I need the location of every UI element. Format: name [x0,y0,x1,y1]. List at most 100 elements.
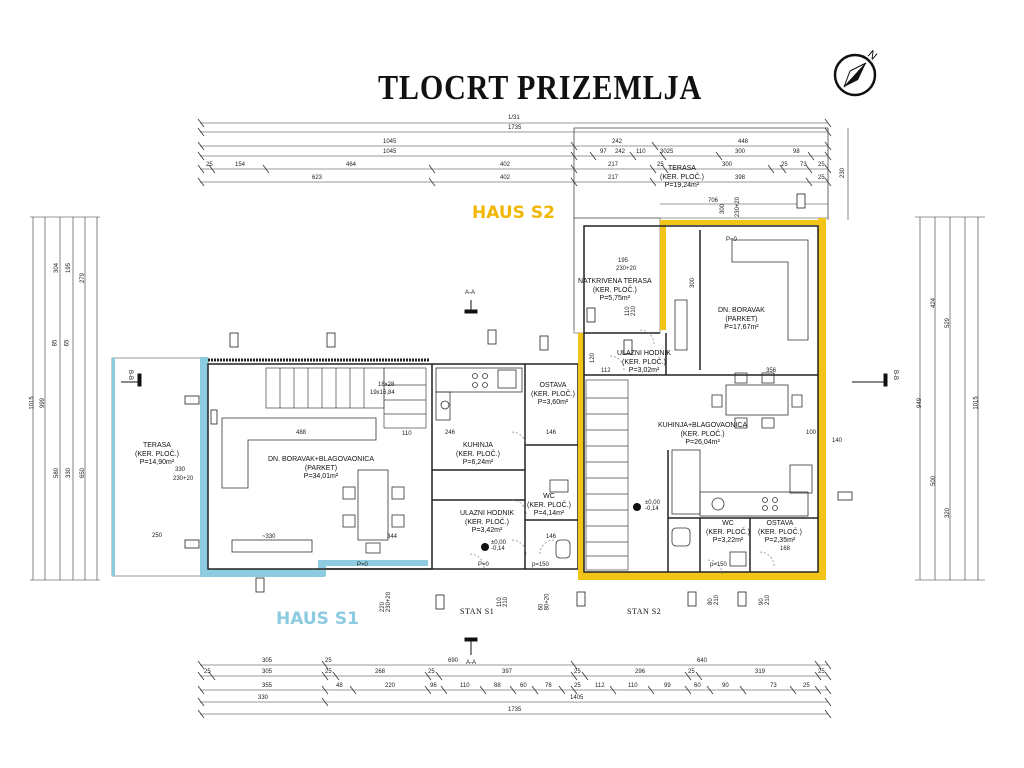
dim-230-20: 230+20 [735,196,742,218]
dim-246: 246 [445,430,456,436]
dim-top-4f: 300 [735,149,746,155]
room-terasa-left: TERASA(KER. PLOČ.)P=14,90m² [135,442,179,466]
bottom-dimension-ticks [197,660,832,719]
dim-300: 300 [720,203,727,215]
room-ulazni-hodnik-s2: ULAZNI HODNIK(KER. PLOČ.)P=3,02m² [617,350,672,374]
haus-s2-walls [583,225,819,573]
dim-110: 110 [402,431,412,437]
dim-bot-3f: 88 [494,683,501,689]
dim-top-4d: 110 [636,149,646,155]
level-s1: ±0,00 -0,14 [491,540,506,552]
room-wc-s1: WC(KER. PLOČ.)P=4,14m² [527,493,571,517]
level-p150-a: p=150 [532,562,549,568]
dim-100: 100 [806,430,817,436]
dim-60-80: 60 80+20 [538,593,551,611]
dim-bot-3c: 220 [385,683,396,689]
dim-bot-3b: 48 [336,683,343,689]
door-swings [469,329,775,575]
dim-706: 706 [708,198,719,204]
dim-bot-1a: 305 [262,658,273,664]
bottom-dimension-lines [200,664,828,715]
dim-bot-3g: 60 [520,683,527,689]
dim-right-5: 500 [931,475,938,487]
section-aa-bottom-label: A-A [466,660,477,666]
dim-146a: 146 [546,430,557,436]
dim-bot-2c: 25 [325,669,332,675]
room-boravak-s2: DN. BORAVAK(PARKET)P=17,67m² [718,307,765,331]
dim-stair-s1: 18x28 [378,382,395,388]
dim-right-4: 1015 [973,396,980,410]
dim-top-2: 1735 [508,125,522,131]
level-s2: ±0,00 -0,14 [645,500,660,512]
dim-top-4a: 1045 [383,149,397,155]
dim-top-5e: 217 [608,162,619,168]
dim-left-6: 580 [54,467,61,479]
dim-230-20b: 230+20 [616,266,637,272]
dim-344: 344 [387,534,398,540]
dim-left-8: 330 [66,467,73,479]
dim-140: 140 [832,438,843,444]
room-natkrivena-terasa: NATKRIVENA TERASA(KER. PLOČ.)P=5,75m² [578,278,652,302]
stan-s1-label: STAN S1 [460,607,495,616]
dim-250: 250 [152,533,163,539]
dim-110-210: 110 210 [625,305,638,317]
dim-bot-3a: 355 [262,683,273,689]
dim-bot-2d: 268 [375,669,386,675]
left-dimension-lines [30,216,100,581]
dim-top-4e: 3025 [660,149,674,155]
dim-80-210: 80 210 [708,594,721,606]
terrace-outlines [111,127,829,577]
top-dimension-ticks [197,118,832,187]
room-boravak-s1: DN. BORAVAK+BLAGOVAONICA(PARKET)P=34,01m… [268,456,375,480]
dim-230-20: 230+20 [173,476,194,482]
dim-top-4c: 242 [615,149,626,155]
dim-top-6e: 25 [818,175,825,181]
level-p0-c: P=0 [478,562,489,568]
haus-s1-insulation [112,357,428,577]
dim-bot-3j: 112 [595,683,605,689]
dim-bot-2h: 296 [635,669,646,675]
dim-bot-2a: 25 [204,669,211,675]
dim-top-3b: 242 [612,139,623,145]
dim-right-1: 949 [917,397,924,409]
dim-220-230: 220 230+20 [380,591,393,613]
dim-300-s2: 300 [690,277,697,289]
dim-bot-3n: 90 [722,683,729,689]
room-ulazni-hodnik-s1: ULAZNI HODNIK(KER. PLOČ.)P=3,42m² [460,510,515,534]
dim-bot-1c: 640 [697,658,708,664]
dim-top-5d: 402 [500,162,511,168]
dim-bot-3d: 96 [430,683,437,689]
dim-bot-3i: 25 [574,683,581,689]
dim-top-4g: 98 [793,149,800,155]
dim-top-5c: 464 [346,162,357,168]
dim-bot-1b: 25 [325,658,332,664]
haus-s2-insulation [578,218,826,580]
dim-top-4b: 97 [600,149,607,155]
dim-bot-3o: 73 [770,683,777,689]
section-markers [121,300,888,655]
dim-right-6: 320 [945,507,952,519]
dim-90-210: 90 210 [759,594,772,606]
dim-left-7: 650 [80,467,87,479]
section-bb-right-label: B-B [892,369,899,381]
dim-112: 112 [601,368,611,374]
dim-bot-3h: 76 [545,683,552,689]
dim-356: 356 [766,368,777,374]
dim-top-1: 1/31 [508,115,520,121]
stairs-s2 [585,379,629,571]
dim-bot-3k: 110 [628,683,638,689]
dim-bot-2j: 319 [755,669,766,675]
haus-s2-label: HAUS S2 [472,203,555,223]
dim-right-3: 529 [945,317,952,329]
dim-bot-2f: 397 [502,669,513,675]
dim-bot-5: 1735 [508,707,522,713]
room-ostava-s1: OSTAVA(KER. PLOČ.)P=3,60m² [531,382,575,406]
room-ostava-s2: OSTAVA(KER. PLOČ.)P=2,35m² [758,520,802,544]
level-p150-b: p=150 [710,562,727,568]
dim-right-2: 424 [931,297,938,309]
dim-left-10: 65 [64,339,71,347]
dim-left-1: 1015 [29,396,36,410]
dim-110-210b: 110 210 [497,596,510,608]
dim-top-5b: 154 [235,162,246,168]
